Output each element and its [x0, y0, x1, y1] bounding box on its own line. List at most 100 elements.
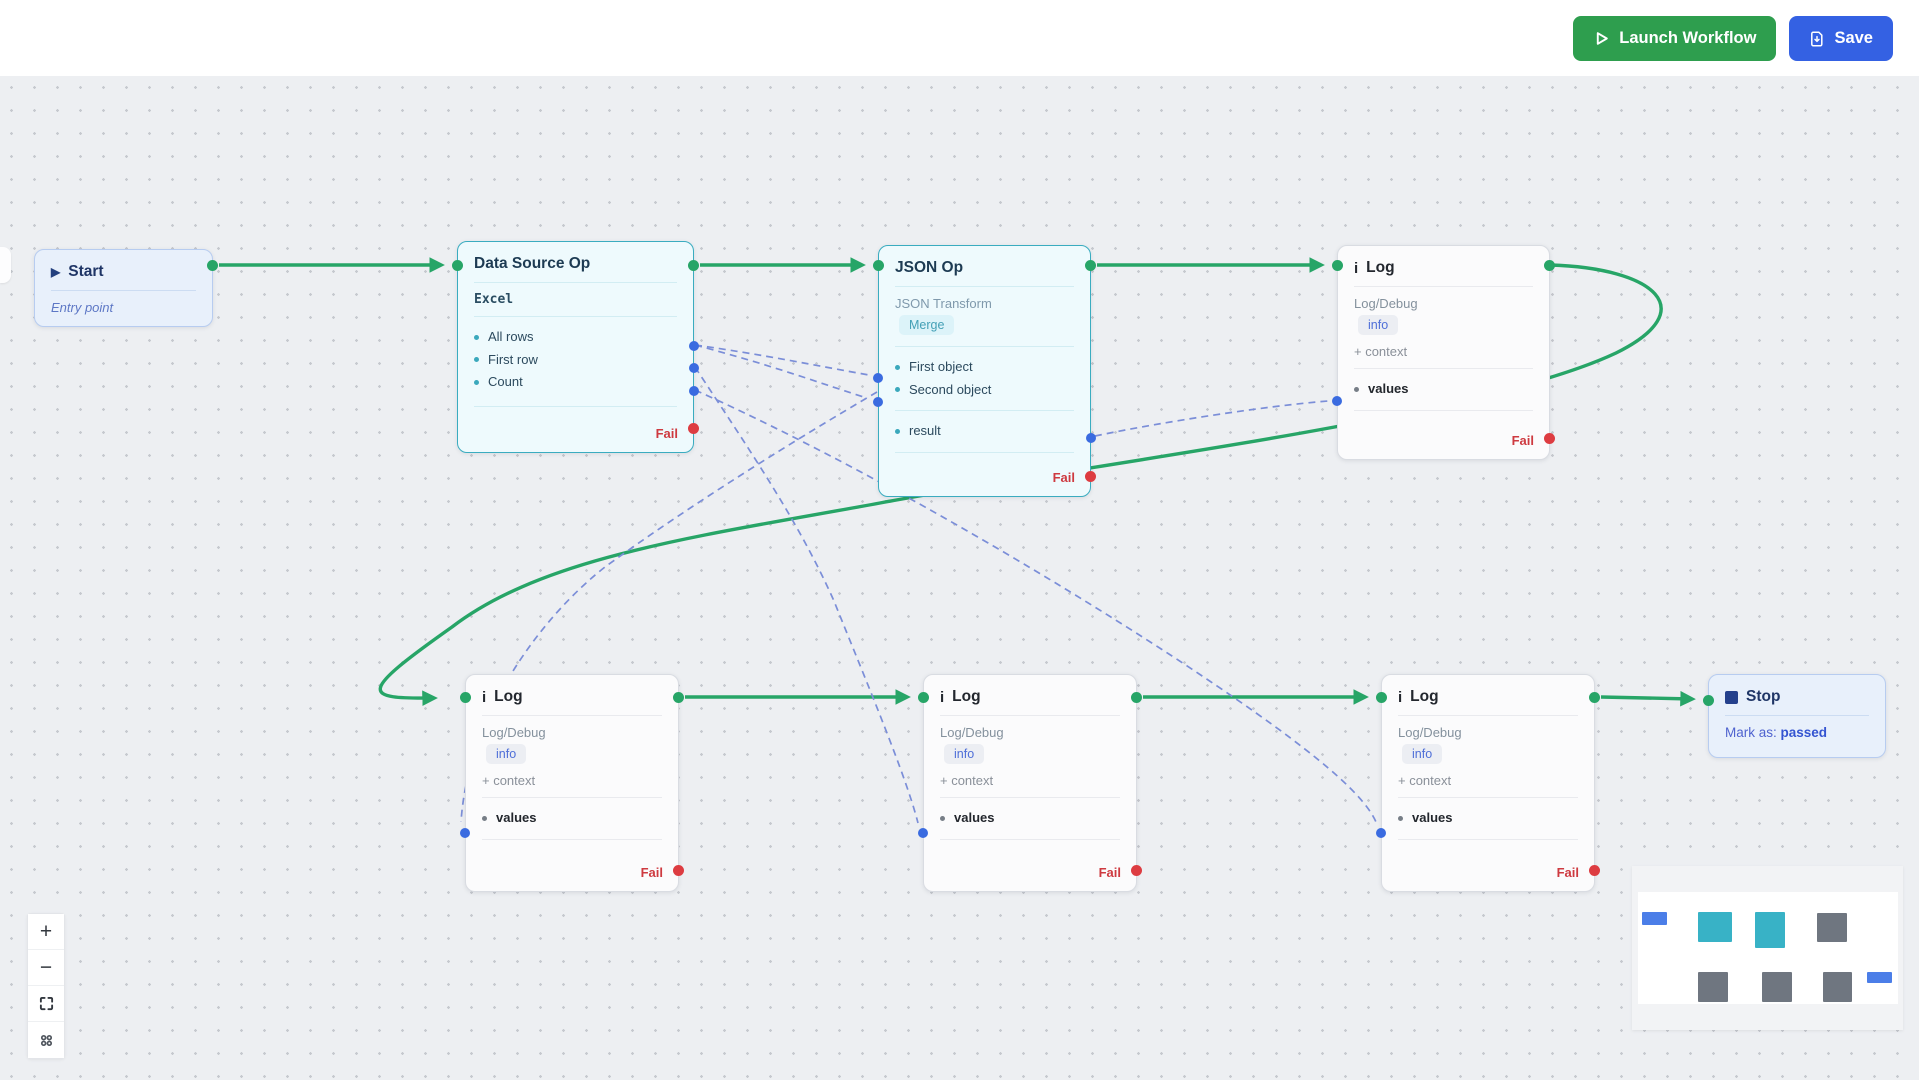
data-edge-to-log3-values[interactable]: [694, 389, 1377, 823]
bullet-icon: [474, 379, 479, 385]
info-level-badge: info: [486, 744, 527, 764]
toolbar-actions: Launch Workflow Save: [1573, 16, 1893, 61]
json-op-port-second-object[interactable]: [873, 397, 883, 407]
data-edge-allrows-to-firstobject[interactable]: [694, 344, 870, 376]
json-op-port-first-object[interactable]: [873, 373, 883, 383]
divider: [895, 346, 1074, 347]
save-file-icon: [1809, 30, 1825, 47]
json-op-output-port[interactable]: [1085, 260, 1096, 271]
log-node-title: i Log: [1354, 259, 1395, 277]
context-label: + context: [1398, 773, 1452, 788]
output-row-first-row: First row: [474, 349, 677, 372]
node-log-top[interactable]: i Log Log/Debug info + context values Fa…: [1332, 245, 1555, 460]
data-source-port-all-rows[interactable]: [689, 341, 699, 351]
json-op-input-list: First object Second object: [895, 356, 1074, 401]
output-row-count: Count: [474, 371, 677, 394]
input-row-values: values: [1398, 807, 1578, 830]
mark-as-label: Mark as:: [1725, 725, 1777, 740]
log-subtype: Log/Debug: [1354, 296, 1418, 311]
node-start[interactable]: ▶ Start Entry point: [34, 249, 218, 327]
data-source-fail-port[interactable]: [688, 423, 699, 434]
context-label: + context: [482, 773, 536, 788]
log-3-fail-port[interactable]: [1589, 865, 1600, 876]
log-top-output-port[interactable]: [1544, 260, 1555, 271]
log-top-fail-port[interactable]: [1544, 433, 1555, 444]
top-toolbar: Launch Workflow Save: [0, 0, 1919, 76]
minimap-node-log3: [1823, 972, 1852, 1002]
edge-log3-to-stop[interactable]: [1600, 690, 1696, 707]
divider: [482, 838, 662, 840]
data-edge-result-to-logtop-values[interactable]: [1094, 400, 1329, 437]
node-data-source-op[interactable]: Data Source Op Excel All rows First row …: [452, 241, 699, 453]
bullet-icon: [482, 815, 487, 821]
bullet-icon: [1398, 815, 1403, 821]
log-1-values-port[interactable]: [460, 828, 470, 838]
divider: [474, 316, 677, 317]
node-log-1[interactable]: i Log Log/Debug info + context values Fa…: [460, 674, 684, 892]
input-row-values: values: [940, 807, 1120, 830]
context-label: + context: [1354, 344, 1408, 359]
data-edge-to-log2-values[interactable]: [694, 366, 919, 824]
log-top-values-port[interactable]: [1332, 396, 1342, 406]
save-button[interactable]: Save: [1789, 16, 1893, 61]
minimap-viewport: [1638, 892, 1898, 1004]
log-top-input-port[interactable]: [1332, 260, 1343, 271]
json-op-fail-port[interactable]: [1085, 471, 1096, 482]
mark-as-row: Mark as: passed: [1725, 725, 1869, 740]
fail-label: Fail: [1511, 433, 1534, 448]
minus-icon: −: [39, 955, 53, 979]
fit-view-icon: [39, 996, 54, 1011]
json-op-port-result[interactable]: [1086, 433, 1096, 443]
log-2-values-port[interactable]: [918, 828, 928, 838]
data-source-output-port[interactable]: [688, 260, 699, 271]
data-source-port-first-row[interactable]: [689, 363, 699, 373]
fit-view-button[interactable]: [28, 986, 64, 1022]
divider: [1398, 797, 1578, 798]
node-stop[interactable]: Stop Mark as: passed: [1703, 674, 1886, 758]
log-3-values-port[interactable]: [1376, 828, 1386, 838]
minimap-node-logtop: [1817, 913, 1847, 942]
launch-workflow-button[interactable]: Launch Workflow: [1573, 16, 1777, 61]
log-input-list: values: [1354, 378, 1533, 401]
log-1-fail-port[interactable]: [673, 865, 684, 876]
bullet-icon: [895, 387, 900, 393]
log-2-fail-port[interactable]: [1131, 865, 1142, 876]
info-level-badge: info: [944, 744, 985, 764]
divider: [51, 290, 196, 291]
log-3-input-port[interactable]: [1376, 692, 1387, 703]
stop-input-port[interactable]: [1703, 695, 1714, 706]
workflow-canvas[interactable]: [0, 76, 1919, 1080]
info-icon: i: [940, 688, 945, 706]
node-json-op[interactable]: JSON Op JSON Transform Merge First objec…: [873, 245, 1096, 497]
log-2-input-port[interactable]: [918, 692, 929, 703]
fail-label: Fail: [1556, 865, 1579, 880]
node-log-2[interactable]: i Log Log/Debug info + context values Fa…: [918, 674, 1142, 892]
divider: [895, 286, 1074, 287]
save-label: Save: [1834, 29, 1873, 47]
input-row-first-object: First object: [895, 356, 1074, 379]
start-node-title: ▶ Start: [51, 263, 104, 280]
divider: [895, 410, 1074, 411]
start-output-port[interactable]: [207, 260, 218, 271]
mark-as-value: passed: [1780, 725, 1828, 740]
data-edge-allrows-to-secondobject[interactable]: [694, 344, 868, 399]
divider: [1398, 838, 1578, 840]
zoom-in-button[interactable]: +: [28, 914, 64, 950]
node-log-3[interactable]: i Log Log/Debug info + context values Fa…: [1376, 674, 1600, 892]
bullet-icon: [474, 357, 479, 363]
log-3-output-port[interactable]: [1589, 692, 1600, 703]
log-1-output-port[interactable]: [673, 692, 684, 703]
log-1-input-port[interactable]: [460, 692, 471, 703]
json-op-output-list: result: [895, 420, 1074, 443]
log-node-title: i Log: [1398, 688, 1439, 706]
divider: [1398, 715, 1578, 716]
minimap[interactable]: [1632, 866, 1903, 1030]
canvas-left-tab[interactable]: [0, 247, 11, 283]
zoom-out-button[interactable]: −: [28, 950, 64, 986]
data-source-port-count[interactable]: [689, 386, 699, 396]
overview-dots-button[interactable]: [28, 1022, 64, 1058]
data-source-input-port[interactable]: [452, 260, 463, 271]
json-op-input-port[interactable]: [873, 260, 884, 271]
divider: [940, 797, 1120, 798]
log-2-output-port[interactable]: [1131, 692, 1142, 703]
